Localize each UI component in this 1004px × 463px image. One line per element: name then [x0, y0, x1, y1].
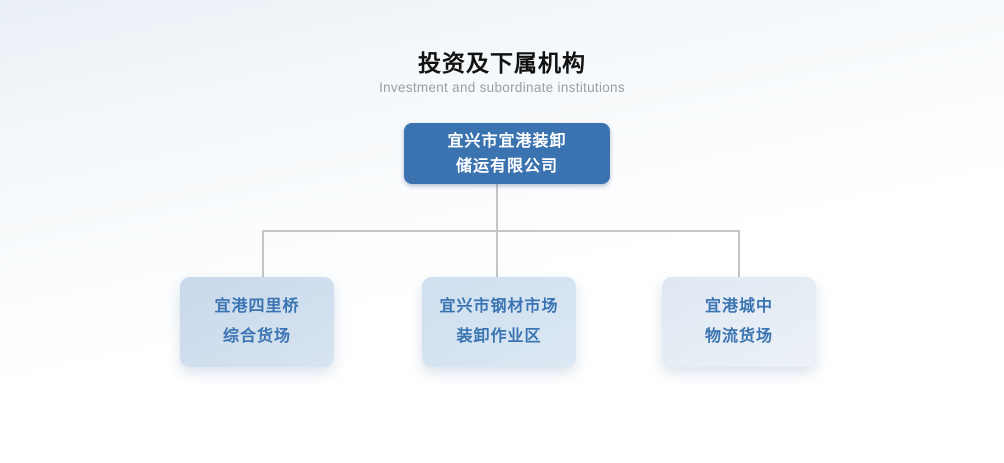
- connector-middle-vertical: [496, 230, 498, 277]
- org-node-child-2-line2: 装卸作业区: [456, 328, 542, 345]
- org-node-root-line2: 储运有限公司: [455, 157, 558, 175]
- org-node-child-2: 宜兴市钢材市场 装卸作业区: [422, 277, 576, 367]
- connector-left-vertical: [262, 230, 264, 277]
- page-title: 投资及下属机构: [418, 50, 586, 76]
- connector-right-vertical: [738, 230, 740, 277]
- org-node-root: 宜兴市宜港装卸 储运有限公司: [404, 123, 610, 184]
- org-node-child-2-line1: 宜兴市钢材市场: [439, 298, 559, 315]
- org-node-child-1-line2: 综合货场: [222, 328, 291, 345]
- connector-horizontal: [262, 230, 740, 232]
- connector-root-vertical: [496, 184, 498, 232]
- org-node-child-3: 宜港城中 物流货场: [662, 277, 816, 367]
- org-node-root-line1: 宜兴市宜港装卸: [447, 132, 567, 150]
- org-node-child-3-line2: 物流货场: [704, 328, 773, 345]
- org-node-child-1-line1: 宜港四里桥: [214, 298, 300, 315]
- org-node-child-3-line1: 宜港城中: [704, 298, 773, 315]
- page-subtitle: Investment and subordinate institutions: [379, 80, 625, 95]
- org-node-child-1: 宜港四里桥 综合货场: [180, 277, 334, 367]
